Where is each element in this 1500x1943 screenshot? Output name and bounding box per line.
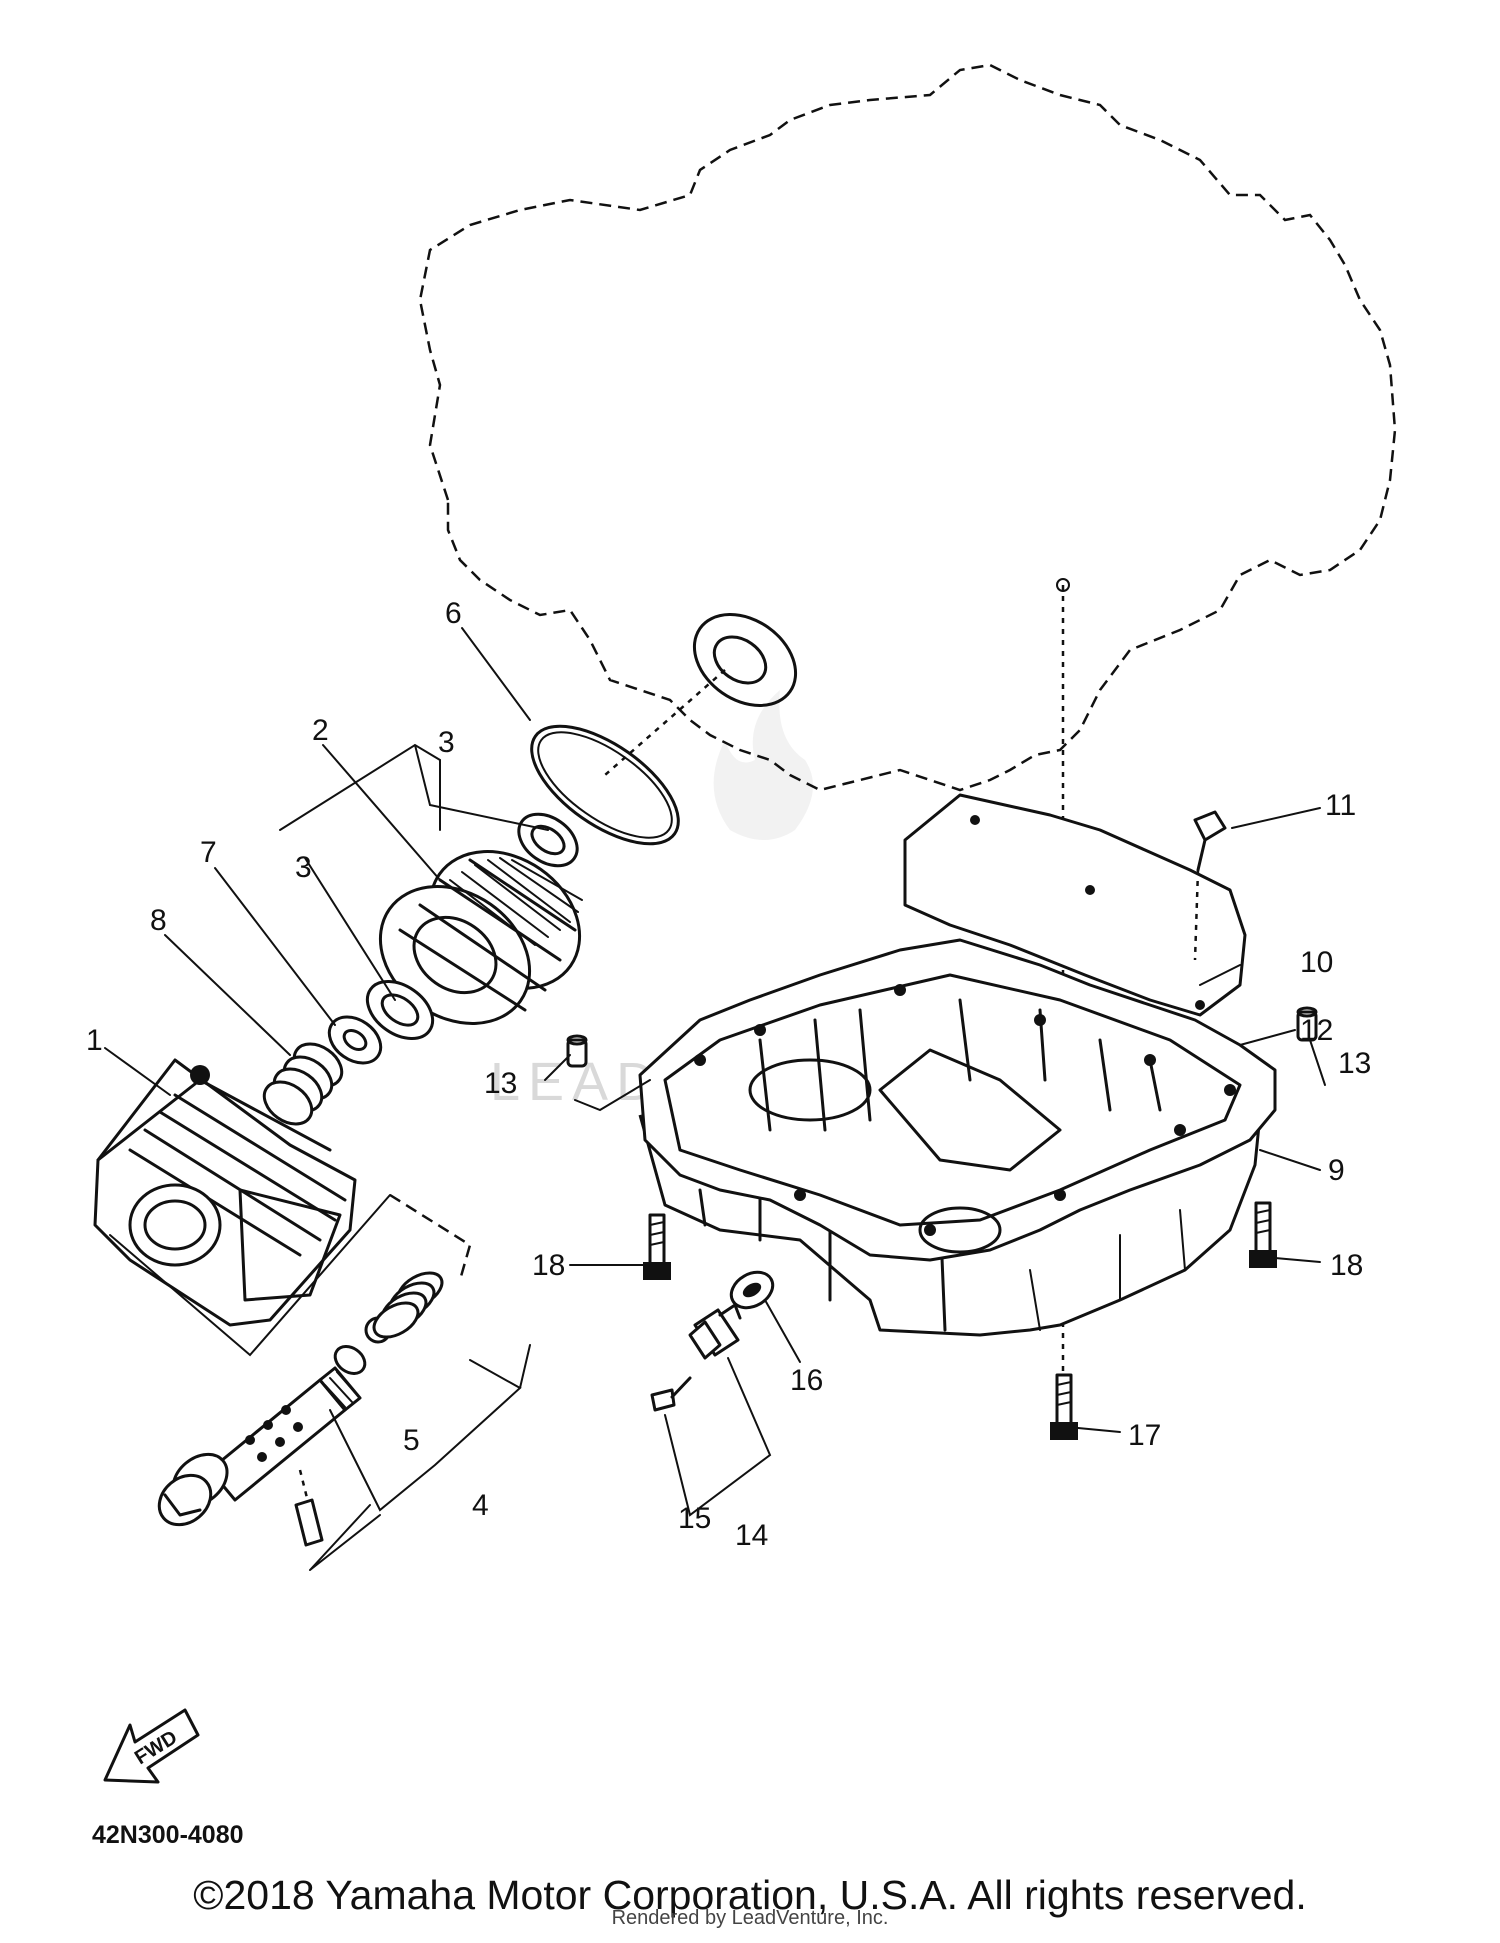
engine-crankcase-outline — [418, 63, 1397, 792]
bracket-cover-to-4 — [109, 1194, 391, 1357]
label-part-9: 9 — [1328, 1154, 1345, 1187]
filter-mount-boss — [692, 613, 798, 707]
gasket-16 — [729, 1270, 775, 1310]
label-part-18-left: 18 — [532, 1249, 565, 1282]
oil-pan-9 — [638, 938, 1277, 1337]
label-part-18-right: 18 — [1330, 1249, 1363, 1282]
label-part-4: 4 — [472, 1489, 489, 1522]
dowel-pin-13-left — [566, 1034, 588, 1068]
o-ring-6 — [530, 724, 680, 846]
label-part-6: 6 — [445, 597, 462, 630]
bolt-17 — [1050, 1373, 1078, 1440]
spring-4 — [372, 1271, 444, 1339]
cover-dashed-guide — [389, 1193, 472, 1281]
label-part-14: 14 — [735, 1519, 768, 1552]
label-part-3-lower: 3 — [295, 851, 312, 884]
bush-3-lower — [365, 979, 435, 1041]
label-part-15: 15 — [678, 1502, 711, 1535]
bolt-18-left — [643, 1213, 671, 1280]
label-part-17: 17 — [1128, 1419, 1161, 1452]
o-ring-5 — [333, 1345, 367, 1375]
fwd-arrow-icon: FWD — [103, 1708, 200, 1784]
dowel-guide-left — [574, 1079, 651, 1112]
union-bolt-4 — [157, 1366, 362, 1527]
screw-11 — [1193, 810, 1227, 961]
label-part-12: 12 — [1300, 1014, 1333, 1047]
label-part-3-upper: 3 — [438, 726, 455, 759]
alignment-line-filter — [604, 669, 726, 776]
label-part-5: 5 — [403, 1424, 420, 1457]
label-part-13-left: 13 — [484, 1067, 517, 1100]
washer-7 — [327, 1015, 383, 1065]
label-part-2: 2 — [312, 714, 329, 747]
watermark-logo — [713, 690, 813, 840]
diagram-code: 42N300-4080 — [92, 1821, 244, 1849]
dowel-pin-13-right — [1296, 1006, 1318, 1042]
oil-filter-cover-1 — [93, 1058, 357, 1327]
pin-4 — [294, 1498, 324, 1547]
pin-guide — [298, 1469, 310, 1503]
label-part-11: 11 — [1325, 789, 1356, 822]
label-part-1: 1 — [86, 1024, 103, 1057]
bolt-18-right — [1249, 1201, 1277, 1268]
cover-plate-10 — [903, 793, 1247, 1017]
rendered-by-note: Rendered by LeadVenture, Inc. — [611, 1907, 889, 1929]
label-part-8: 8 — [150, 904, 167, 937]
alignment-end-marker — [1056, 578, 1070, 592]
leader-lines — [104, 627, 1326, 1433]
label-part-13-right: 13 — [1338, 1047, 1371, 1080]
bracket-14 — [664, 1357, 772, 1517]
screw-15 — [650, 1376, 692, 1412]
drain-plug-14 — [688, 1303, 742, 1360]
label-part-10: 10 — [1300, 946, 1333, 979]
oil-filter-element-2 — [378, 850, 583, 1025]
copyright-notice: ©2018 Yamaha Motor Corporation, U.S.A. A… — [193, 1872, 1307, 1918]
bracket-4 — [309, 1344, 531, 1571]
label-part-16: 16 — [790, 1364, 823, 1397]
spring-8 — [262, 1042, 344, 1126]
label-part-7: 7 — [200, 836, 217, 869]
